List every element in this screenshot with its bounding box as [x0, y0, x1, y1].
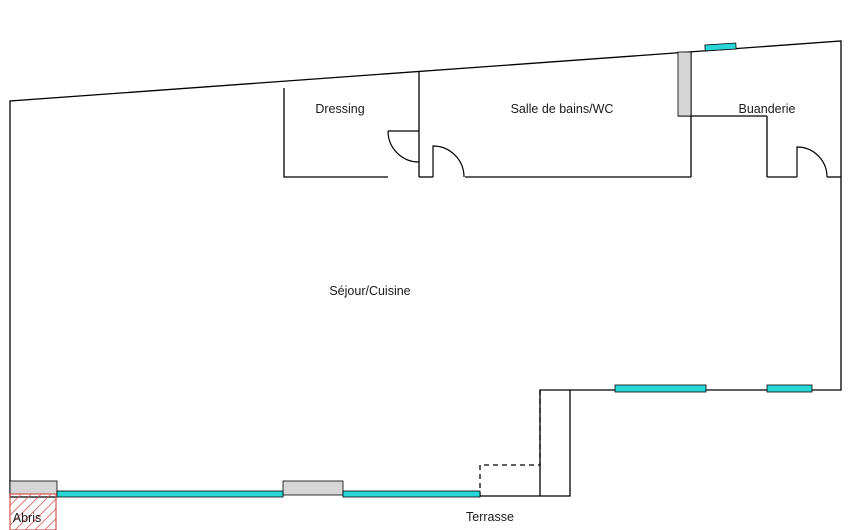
doors [387, 130, 828, 178]
bathroom-door-swing [432, 145, 465, 178]
label-terrace: Terrasse [466, 510, 514, 524]
dressing-door-swing [387, 130, 420, 163]
laundry-door-swing [796, 146, 828, 178]
label-dressing: Dressing [315, 102, 364, 116]
shelter-area [9, 493, 57, 530]
east-window-right [766, 384, 813, 393]
south-window-left [56, 490, 284, 498]
label-living: Séjour/Cuisine [329, 284, 410, 298]
label-bathroom: Salle de bains/WC [511, 102, 614, 116]
dressing-left-wall [283, 88, 388, 178]
windows [56, 42, 813, 498]
north-window [704, 42, 737, 52]
south-wall-panel-left [9, 480, 58, 495]
exterior-walls [9, 40, 842, 498]
label-laundry: Buanderie [739, 102, 796, 116]
exterior-wall-outline [9, 40, 842, 498]
terrace-dashed-outline [479, 390, 541, 496]
east-window-left [614, 384, 707, 393]
solid-panels [9, 51, 692, 496]
label-shelter: Abris [13, 511, 41, 525]
bathroom-wall-panel [677, 51, 692, 117]
south-window-middle [342, 490, 481, 498]
south-wall-panel-middle [282, 480, 344, 496]
room-labels: Dressing Salle de bains/WC Buanderie Séj… [13, 102, 796, 525]
terrace-step-wall [539, 389, 570, 496]
